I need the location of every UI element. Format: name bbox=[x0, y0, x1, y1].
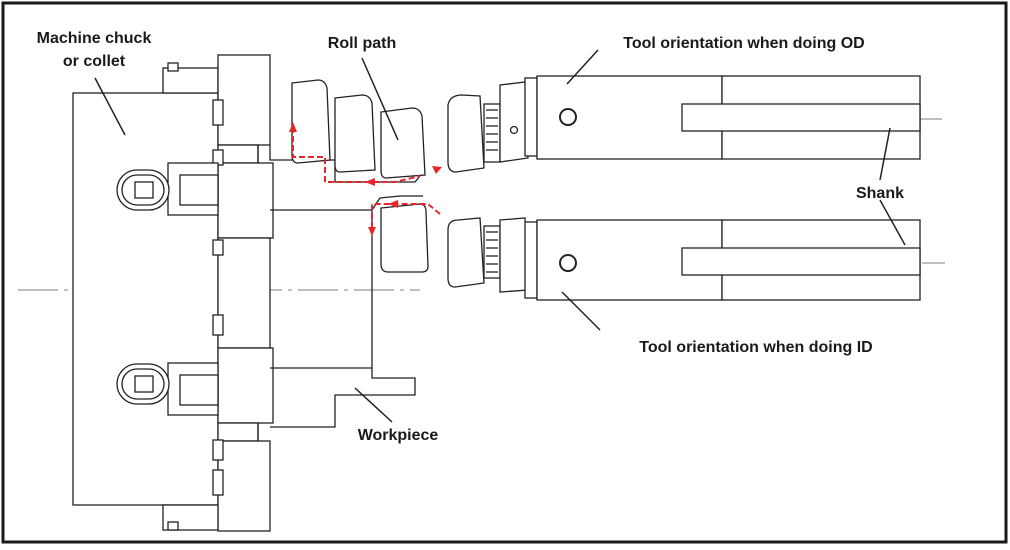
id-tool-pin-hole bbox=[559, 254, 577, 272]
leader-shank-upper bbox=[879, 127, 891, 181]
label-machine-chuck-line2: or collet bbox=[63, 53, 126, 70]
od-roller-3 bbox=[380, 107, 426, 179]
roll-path-line bbox=[292, 127, 441, 232]
leader-tool-od bbox=[566, 49, 599, 85]
od-tool-roller bbox=[447, 94, 485, 173]
od-roll-positions bbox=[291, 79, 426, 179]
chuck-key-socket-lower bbox=[116, 363, 170, 405]
leader-roll-path bbox=[361, 57, 399, 141]
workpiece bbox=[257, 145, 423, 441]
label-workpiece: Workpiece bbox=[358, 427, 439, 444]
od-roller-1 bbox=[291, 79, 331, 164]
leader-lines bbox=[94, 49, 906, 423]
label-roll-path: Roll path bbox=[328, 35, 396, 52]
roll-path-arrow-right bbox=[432, 166, 442, 174]
label-tool-orientation-od: Tool orientation when doing OD bbox=[623, 35, 864, 52]
od-tool-screw bbox=[509, 125, 519, 135]
leader-shank-lower bbox=[879, 199, 906, 246]
id-tool-threads bbox=[486, 231, 498, 273]
label-shank: Shank bbox=[856, 185, 904, 202]
leader-chuck bbox=[94, 77, 126, 136]
id-tool bbox=[380, 203, 921, 301]
chuck-body bbox=[72, 92, 219, 506]
roll-path-arrow-left bbox=[365, 178, 375, 186]
od-tool-threads bbox=[486, 109, 498, 151]
od-roller-2 bbox=[334, 94, 376, 173]
chuck-key-socket-upper bbox=[116, 169, 170, 211]
od-tool bbox=[447, 75, 921, 173]
id-tool-roller-work bbox=[380, 203, 429, 273]
roll-path-arrowheads bbox=[289, 122, 442, 236]
label-tool-orientation-id: Tool orientation when doing ID bbox=[639, 339, 872, 356]
machine-chuck bbox=[72, 54, 274, 532]
roll-path-arrow-left-2 bbox=[388, 200, 398, 208]
id-tool-roller bbox=[447, 217, 485, 288]
leader-tool-id bbox=[561, 291, 601, 331]
roll-path-arrow-up bbox=[289, 122, 297, 132]
roll-path-arrow-down bbox=[368, 227, 376, 236]
leader-workpiece bbox=[354, 387, 393, 423]
label-machine-chuck-line1: Machine chuck bbox=[37, 30, 152, 47]
od-tool-pin-hole bbox=[559, 108, 577, 126]
